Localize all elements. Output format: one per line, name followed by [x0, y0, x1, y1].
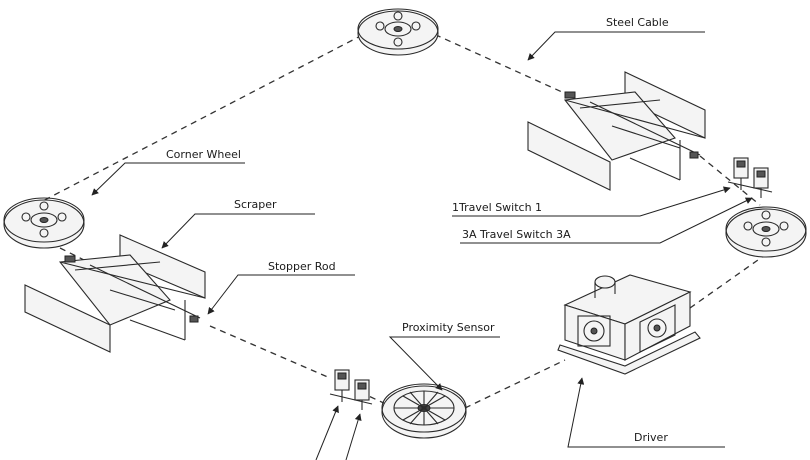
label-steel-cable: Steel Cable	[606, 16, 669, 29]
label-travel-switch-1: 1Travel Switch 1	[452, 201, 542, 214]
scraper-right-icon	[527, 71, 706, 191]
label-driver: Driver	[634, 431, 668, 444]
scraper-left-icon	[24, 234, 206, 353]
label-stopper-rod: Stopper Rod	[268, 260, 336, 273]
driver-unit-icon	[557, 274, 701, 375]
corner-wheel-top-icon	[357, 8, 439, 56]
leader-lines	[91, 31, 753, 460]
label-scraper: Scraper	[234, 198, 277, 211]
corner-wheel-left-icon	[3, 197, 85, 249]
travel-switch-bottom-icon	[329, 369, 373, 410]
proximity-sensor-disc-icon	[381, 383, 467, 439]
label-corner-wheel: Corner Wheel	[166, 148, 241, 161]
travel-switch-right-icon	[727, 157, 773, 198]
corner-wheel-right-icon	[725, 206, 807, 258]
label-proximity-sensor: Proximity Sensor	[402, 321, 495, 334]
label-travel-switch-3a: 3A Travel Switch 3A	[462, 228, 571, 241]
